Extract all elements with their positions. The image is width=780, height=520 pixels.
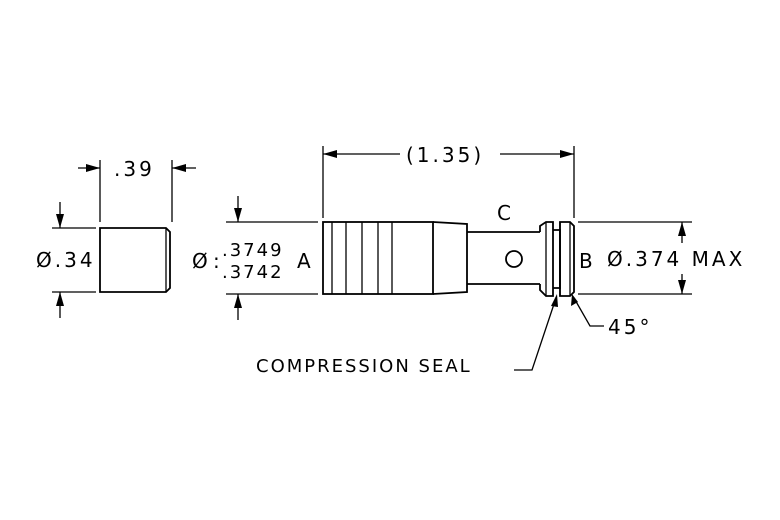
body-diameter-min: .3742 xyxy=(222,262,284,283)
end-b-diameter-label: Ø.374 MAX xyxy=(607,247,745,271)
chamfer-callout: 45° xyxy=(571,294,652,339)
body-diameter-max: .3749 xyxy=(222,240,284,261)
overall-length-label: (1.35) xyxy=(406,143,484,167)
overall-length-dimension: (1.35) xyxy=(322,143,575,218)
body-diameter-dimension: Ø : .3749 .3742 A xyxy=(192,196,318,320)
cap-length-label: .39 xyxy=(114,157,155,181)
body-diameter-colon: : xyxy=(213,249,223,273)
end-a-label: A xyxy=(297,249,314,273)
cap-part xyxy=(99,227,171,293)
cross-hole xyxy=(505,250,523,268)
cap-diameter-label: Ø.34 xyxy=(36,248,96,272)
end-b-label: B xyxy=(579,249,596,273)
body-diameter-symbol: Ø xyxy=(192,249,211,273)
compression-seal-callout: COMPRESSION SEAL xyxy=(256,294,558,377)
end-b-diameter-dimension: B Ø.374 MAX xyxy=(578,221,745,295)
feature-c-label: C xyxy=(497,201,514,225)
cap-diameter-dimension: Ø.34 xyxy=(36,202,96,318)
compression-seal-label: COMPRESSION SEAL xyxy=(256,356,472,377)
main-part xyxy=(322,221,575,297)
cap-length-dimension: .39 xyxy=(78,157,196,222)
chamfer-angle-label: 45° xyxy=(608,315,652,339)
